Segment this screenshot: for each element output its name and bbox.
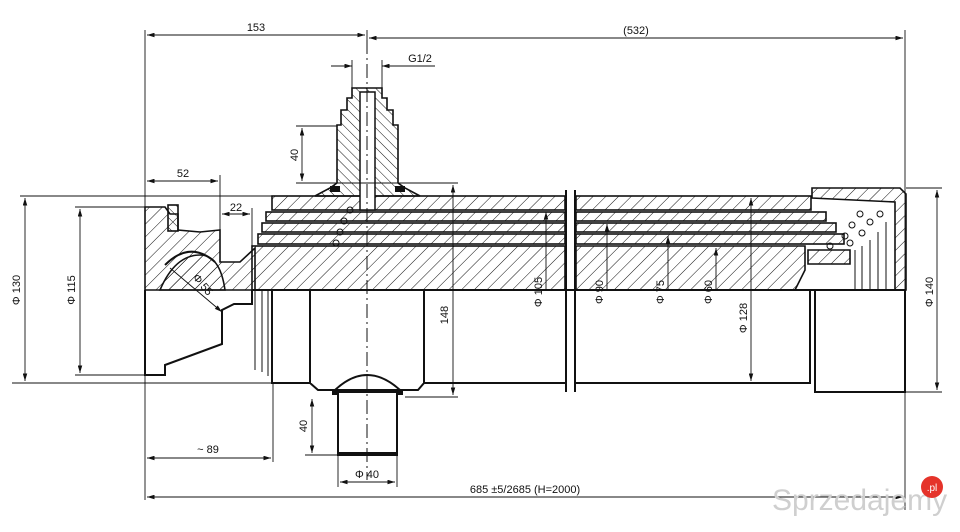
dim-148: 148 bbox=[439, 306, 451, 324]
dim-52: 52 bbox=[177, 168, 189, 180]
watermark-suffix: .pl bbox=[927, 483, 938, 494]
dim-port-height: 40 bbox=[289, 149, 301, 161]
dim-overall-length: 685 ±5/2685 (H=2000) bbox=[470, 484, 580, 496]
dim-22: 22 bbox=[230, 202, 242, 214]
dim-dia90: Φ 90 bbox=[594, 280, 606, 304]
dim-89: ~ 89 bbox=[197, 444, 219, 456]
dim-532: (532) bbox=[623, 25, 649, 37]
dim-dia130: Φ 130 bbox=[11, 275, 23, 305]
dimension-labels: 153 (532) G1/2 40 52 22 Φ 130 Φ 115 Φ 55… bbox=[11, 22, 936, 496]
dimension-lines bbox=[12, 30, 942, 510]
dim-pin-dia: Φ 40 bbox=[355, 469, 379, 481]
dim-dia115: Φ 115 bbox=[66, 275, 78, 304]
dim-153: 153 bbox=[247, 22, 265, 34]
dim-dia105: Φ 105 bbox=[533, 277, 545, 307]
dim-dia60: Φ 60 bbox=[703, 280, 715, 304]
cylinder-body bbox=[251, 187, 907, 393]
dim-port-thread: G1/2 bbox=[408, 53, 432, 65]
oil-port bbox=[314, 40, 421, 480]
watermark: Sprzedajemy .pl bbox=[772, 476, 947, 517]
bottom-pin bbox=[332, 374, 403, 456]
dim-dia75: Φ 75 bbox=[655, 280, 667, 304]
dim-dia140: Φ 140 bbox=[924, 277, 936, 307]
watermark-text: Sprzedajemy bbox=[772, 484, 947, 517]
dim-dia128: Φ 128 bbox=[738, 303, 750, 333]
dim-pin-length: 40 bbox=[298, 420, 310, 432]
